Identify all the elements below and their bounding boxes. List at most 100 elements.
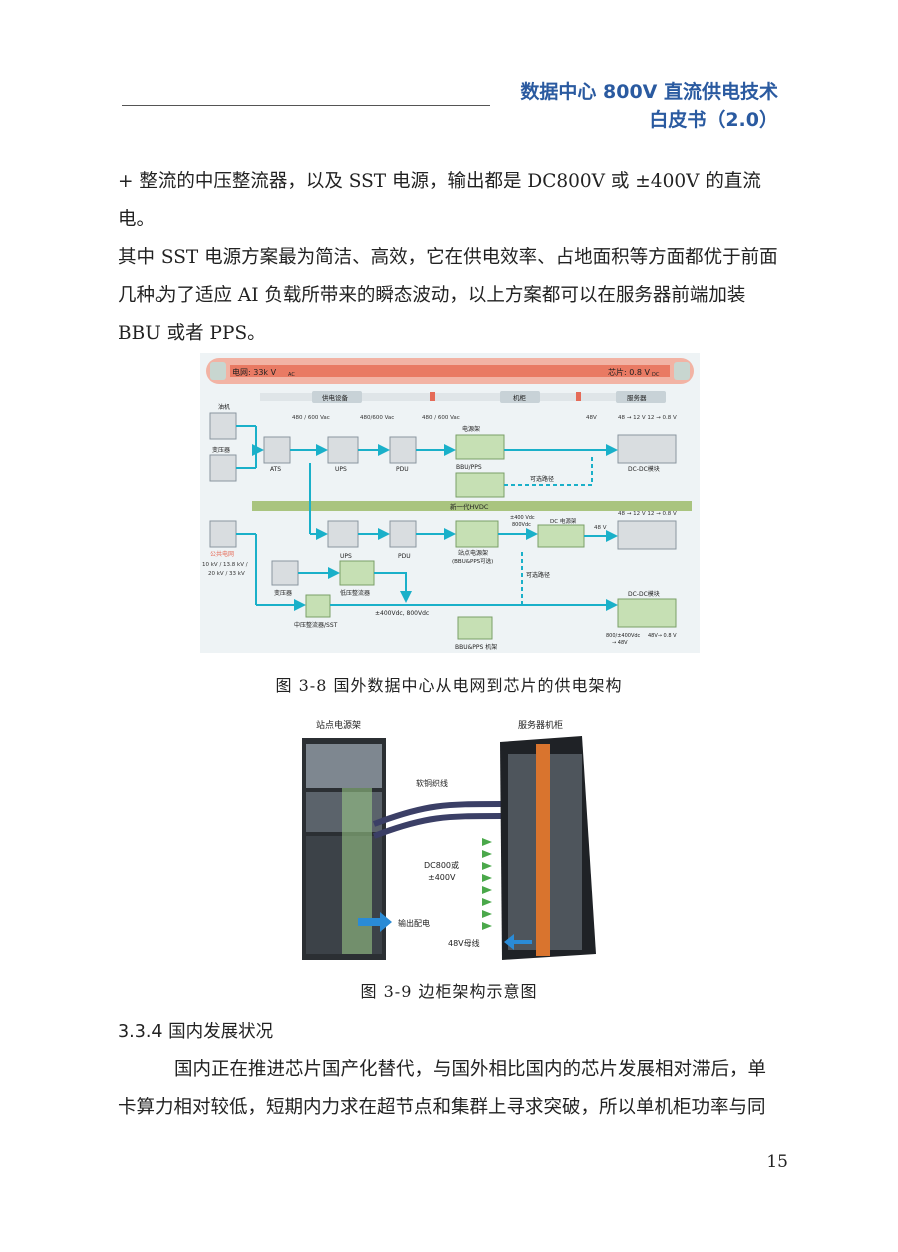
copper-cable: [372, 801, 502, 827]
voltage-label: 480/600 Vac: [360, 415, 394, 421]
header-title-line2: 白皮书（2.0）: [649, 109, 778, 131]
page-number: 15: [766, 1152, 788, 1172]
bbu-rack-icon: [457, 616, 493, 640]
copper-cable: [372, 813, 502, 839]
dc-voltage-label: ±400V: [428, 873, 456, 882]
power-shelf-label: 电源架: [462, 425, 480, 433]
site-rack-sub: (BBU&PPS可选): [452, 557, 493, 565]
banner-gradient-bar: [230, 365, 670, 377]
section-server: 服务器: [627, 393, 647, 402]
conversion-label: 48V→ 0.8 V: [648, 633, 677, 639]
busbar-label: 48V母线: [448, 938, 480, 948]
figure-3-9-diagram: 站点电源架 服务器机柜 输出配电 软铜织线 DC800或 ±400V 48V母线: [302, 719, 596, 960]
optional-path-label: 可选路径: [530, 475, 554, 483]
lv-rect-icon: [339, 560, 375, 586]
dcdc2-label: DC-DC模块: [628, 590, 660, 598]
pdu2-icon: [389, 520, 417, 548]
chip-icon: [674, 362, 690, 380]
paragraph-line: BBU 或者 PPS。: [118, 323, 266, 344]
grid-label: 电网: 33k V: [232, 367, 277, 377]
dc-bus-label: ±400Vdc, 800Vdc: [375, 610, 429, 617]
grid-icon: [210, 362, 226, 380]
transformer-icon: [209, 454, 237, 482]
section-heading: 3.3.4 国内发展状况: [118, 1018, 273, 1043]
bbu-rack-label: BBU&PPS 机架: [455, 643, 497, 651]
mv-rect-label: 中压整流器/SST: [294, 621, 338, 629]
public-grid-label: 公共电网: [210, 550, 234, 558]
generator-label: 油机: [218, 403, 230, 411]
figure-3-8-diagram: 电网: 33k V AC 芯片: 0.8 V DC 供电设备 机柜 服务器 48…: [200, 353, 700, 653]
ats-label: ATS: [270, 466, 281, 473]
ups1-icon: [327, 436, 359, 464]
ups2-icon: [327, 520, 359, 548]
paragraph-2: 为了适应 AI 负载所带来的瞬态波动，以上方案都可以在服务器前端加装 BBU 或…: [118, 277, 780, 353]
boundary-marker: [576, 392, 581, 401]
figure-3-8-caption: 图 3-8 国外数据中心从电网到芯片的供电架构: [275, 676, 623, 695]
dc-shelf-label: DC 电源架: [550, 517, 577, 525]
section-supply-tag: [312, 391, 362, 403]
dc-voltage-label: DC800或: [424, 860, 459, 870]
running-header: 数据中心 800V 直流供电技术 白皮书（2.0）: [520, 78, 778, 134]
v48b-label: 48 V: [594, 525, 607, 531]
dc-out-label: 800Vdc: [512, 522, 531, 528]
left-rack-title: 站点电源架: [316, 719, 361, 731]
pdu1-icon: [389, 436, 417, 464]
paragraph-1: + 整流的中压整流器，以及 SST 电源，输出都是 DC800V 或 ±400V…: [118, 163, 780, 315]
paragraph-line: 国内正在推进芯片国产化替代，与国外相比国内的芯片发展相对滞后，单: [174, 1059, 767, 1080]
transformer2-label: 变压器: [274, 589, 292, 597]
generator-icon: [209, 412, 237, 440]
paragraph-line: 几种。: [118, 285, 174, 306]
paragraph-line: 卡算力相对较低，短期内力求在超节点和集群上寻求突破，所以单机柜功率与同: [118, 1097, 766, 1118]
mv-rect-icon: [305, 594, 331, 618]
grid-label-sub: AC: [288, 372, 295, 378]
voltage-label: 480 / 600 Vac: [292, 415, 330, 421]
output-arrow: [358, 912, 392, 932]
section-supply: 供电设备: [322, 393, 349, 402]
rack-module-panel: [306, 744, 382, 788]
busbar-arrow: [504, 934, 532, 950]
section-number: 3.3.4: [118, 1022, 163, 1042]
dcdc2-icon: [617, 598, 677, 628]
chip-label: 芯片: 0.8 V: [608, 367, 651, 377]
dc-arrow-group: [482, 838, 492, 930]
voltage-label: 480 / 600 Vac: [422, 415, 460, 421]
header-rule: [122, 105, 490, 106]
pdu1-label: PDU: [396, 466, 409, 473]
voltage-label: 48 → 12 V 12 → 0.8 V: [618, 415, 677, 421]
flow-arrow: [374, 572, 412, 603]
paragraph-line: 为了适应 AI 负载所带来的瞬态波动，以上方案都可以在服务器前端加装: [158, 285, 746, 306]
section-server-tag: [616, 391, 666, 403]
section-rack: 机柜: [513, 393, 527, 402]
voltage-label: 48 → 12 V 12 → 0.8 V: [618, 511, 677, 517]
site-rack-label: 站点电源架: [458, 549, 488, 557]
lv-rect-label: 低压整流器: [340, 589, 370, 597]
paragraph-line: 其中 SST 电源方案最为简洁、高效，它在供电效率、占地面积等方面都优于前面: [118, 247, 778, 268]
dcdc1-label: DC-DC模块: [628, 465, 660, 473]
chip-label-sub: DC: [652, 372, 660, 378]
ats-icon: [263, 436, 291, 464]
right-rack-title: 服务器机柜: [518, 719, 563, 731]
boundary-marker: [430, 392, 435, 401]
bbu-pps-label: BBU/PPS: [456, 464, 482, 471]
busbar-highlight: [342, 788, 372, 954]
section-rack-tag: [500, 391, 540, 403]
output-label: 输出配电: [398, 918, 430, 928]
conversion-label: → 48V: [612, 640, 628, 646]
power-shelf-icon: [455, 434, 505, 460]
voltage-label: 48V: [586, 415, 597, 421]
dcdc1-icon: [617, 434, 677, 464]
pylon-icon: [209, 520, 237, 548]
transformer1-label: 变压器: [212, 446, 230, 454]
section-title: 国内发展状况: [168, 1022, 274, 1042]
bbu-pps-icon: [455, 472, 505, 498]
grid-voltage-label: 10 kV / 13.8 kV /: [202, 562, 248, 568]
figure-3-9-caption: 图 3-9 边柜架构示意图: [360, 982, 538, 1001]
optional-path-label: 可选路径: [526, 571, 550, 579]
server-icon: [617, 520, 677, 550]
hvdc-bar: [252, 501, 692, 511]
section-bar: [260, 393, 660, 401]
conversion-label: 800/±400Vdc: [606, 633, 641, 639]
dc-out-label: ±400 Vdc: [510, 515, 535, 521]
ups2-label: UPS: [340, 553, 352, 560]
grid-voltage-label: 20 kV / 33 kV: [208, 571, 245, 577]
